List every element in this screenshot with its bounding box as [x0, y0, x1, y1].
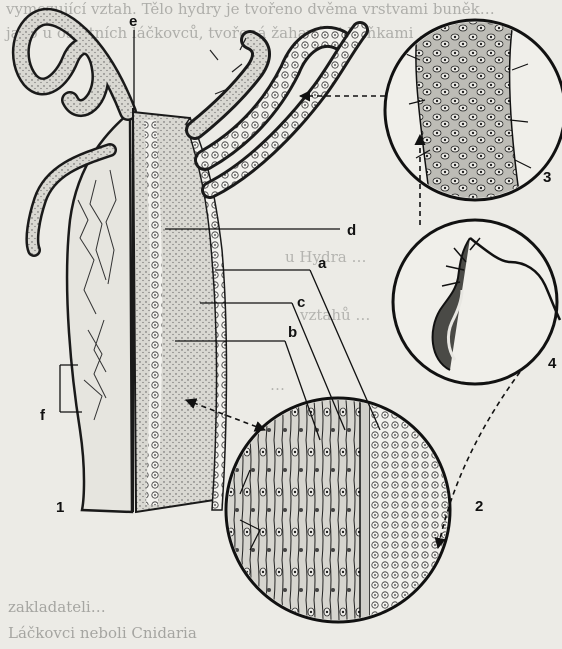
hydra-section — [133, 108, 227, 512]
detail-circle-4 — [393, 220, 560, 384]
detail-circle-2 — [225, 395, 460, 635]
label-d: d — [347, 222, 356, 239]
label-c: c — [297, 294, 305, 311]
hydra-tentacles-right — [195, 30, 360, 190]
bleed-line-1: vymezující vztah. Tělo hydry je tvořeno … — [5, 0, 495, 18]
label-fig-2: 2 — [475, 498, 483, 515]
label-fig-4: 4 — [548, 355, 557, 372]
label-fig-3: 3 — [543, 169, 551, 186]
bleed-line-8: Láčkovci neboli Cnidaria — [8, 624, 197, 642]
label-b: b — [288, 324, 297, 341]
label-f: f — [40, 407, 46, 424]
hydra-body-exterior — [67, 112, 132, 512]
label-a: a — [318, 255, 327, 272]
bleed-line-6: … — [270, 376, 285, 394]
bleed-line-5: vztahů … — [299, 306, 370, 324]
label-fig-1: 1 — [56, 499, 64, 516]
bleed-line-7: zakladateli… — [8, 598, 106, 616]
label-e: e — [129, 13, 137, 30]
